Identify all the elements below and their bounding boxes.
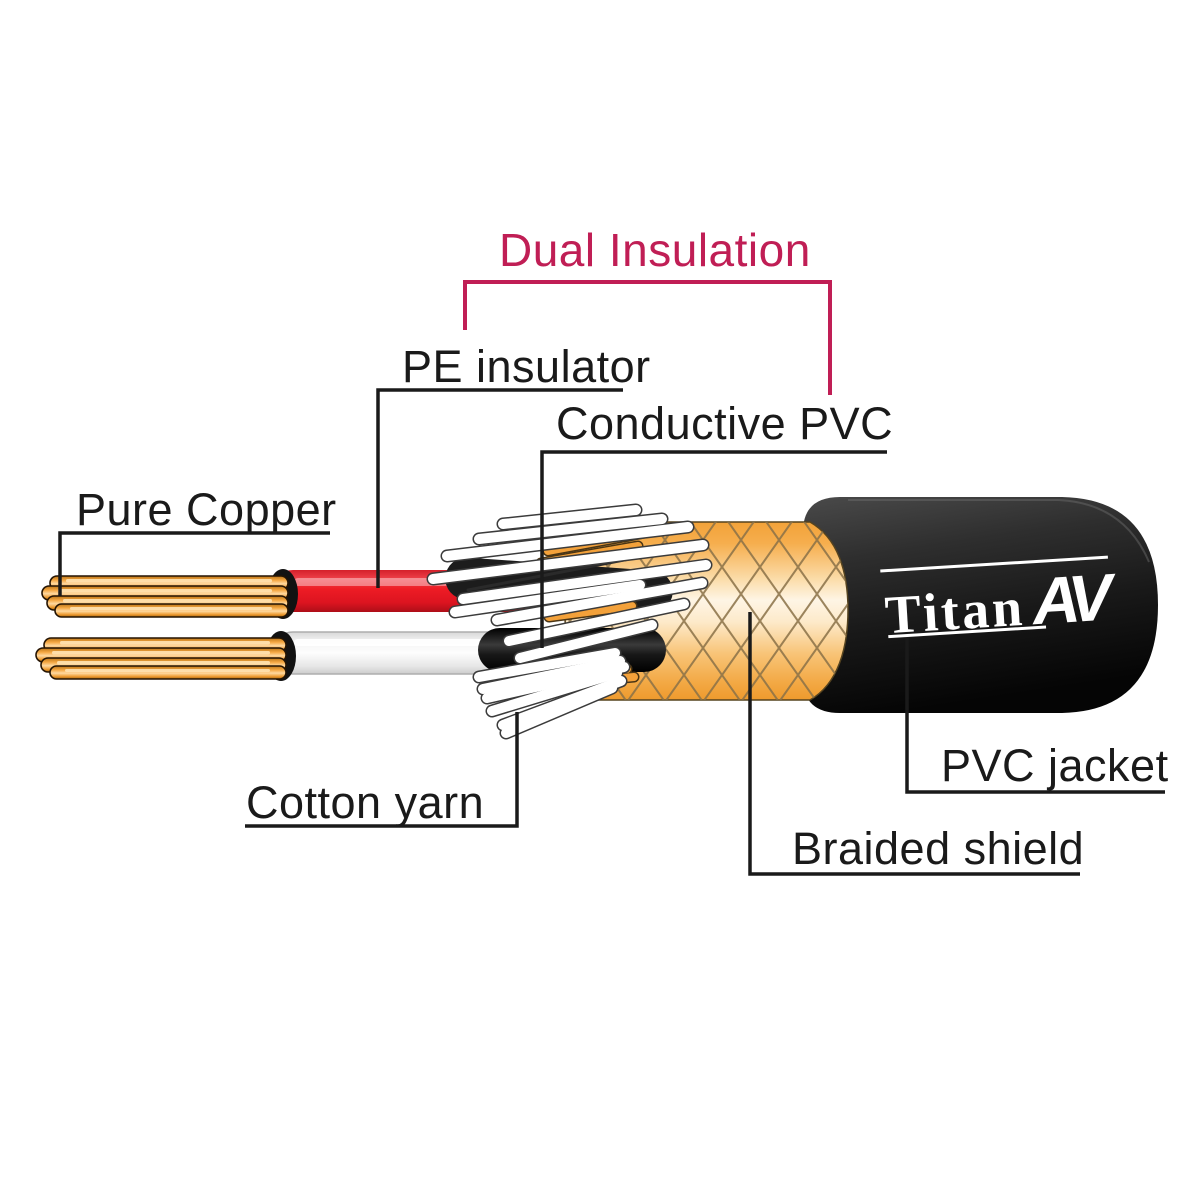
copper-strands-top (41, 575, 289, 618)
cotton-yarn-strands (426, 503, 713, 740)
label-pe-insulator: PE insulator (402, 341, 651, 392)
leader-conductive-pvc (540, 450, 887, 648)
leader-braided-shield (748, 612, 1080, 876)
logo-brand-secondary: AV (1030, 559, 1108, 639)
white-insulated-wire (271, 631, 511, 675)
titan-av-logo: Titan AV (874, 548, 1134, 645)
leader-pvc-jacket (905, 625, 1165, 794)
label-pvc-jacket: PVC jacket (941, 740, 1169, 791)
leader-pe-insulator (376, 388, 623, 588)
copper-strands-bottom (35, 637, 287, 680)
pvc-jacket-body (803, 497, 1158, 713)
leader-lines (58, 388, 1165, 876)
label-dual-insulation: Dual Insulation (499, 224, 811, 276)
leader-cotton-yarn (245, 712, 519, 828)
label-cotton-yarn: Cotton yarn (246, 777, 485, 828)
label-pure-copper: Pure Copper (76, 484, 337, 535)
dual-insulation-bracket (463, 280, 832, 395)
label-conductive-pvc: Conductive PVC (556, 398, 894, 449)
leader-pure-copper (58, 531, 330, 596)
label-braided-shield: Braided shield (792, 823, 1085, 874)
